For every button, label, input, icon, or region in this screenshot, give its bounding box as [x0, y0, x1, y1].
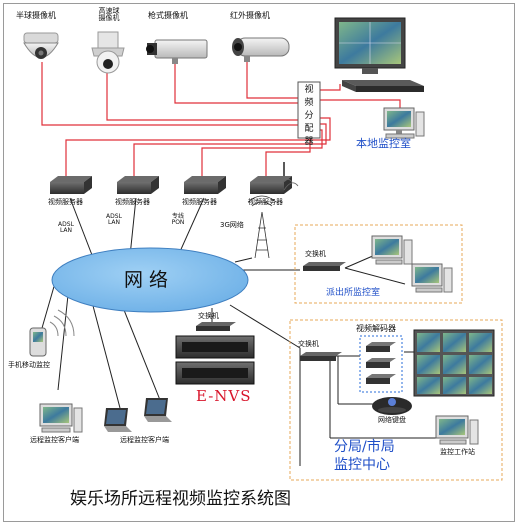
center-switch-label: 交换机: [298, 340, 319, 348]
envs-rack-icon: [175, 335, 255, 385]
video-server-icons: [50, 162, 292, 194]
network-keyboard-icon: [372, 397, 412, 415]
remote-desktop-icon: [39, 403, 83, 433]
3g-tower-icon: [247, 179, 299, 259]
3g-label: 3G网络: [220, 221, 244, 229]
box-camera-icon: [146, 39, 208, 64]
video-splitter-box: [297, 81, 321, 139]
local-dvr-icon: [342, 80, 424, 92]
keyboard-label: 网络键盘: [378, 416, 406, 424]
diagram-caption: 娱乐场所远程视频监控系统图: [70, 489, 291, 509]
box-camera-label: 枪式摄像机: [148, 11, 188, 20]
police-pc-icons: [371, 235, 453, 293]
local-monitor-wall-icon: [334, 17, 406, 74]
laptop-icons: [104, 398, 172, 432]
local-room-label: 本地监控室: [356, 137, 411, 150]
network-label: 网络: [124, 269, 175, 291]
center-title-line2: 监控中心: [334, 457, 390, 473]
decoder-group-box: [359, 335, 403, 393]
center-title-line1: 分局/市局: [334, 439, 395, 455]
adsl-label-2: ADSL LAN: [106, 213, 122, 227]
center-box: [289, 319, 503, 481]
dome-camera-icon: [23, 32, 59, 59]
police-station-label: 派出所监控室: [326, 288, 381, 298]
envs-label: E-NVS: [196, 387, 252, 405]
video-server-label-3: 视频服务器: [182, 198, 217, 206]
speed-dome-camera-label: 高速球 摄像机: [98, 7, 120, 23]
dome-camera-label: 半球摄像机: [16, 11, 56, 20]
remote-client-label-1: 远程监控客户端: [30, 436, 79, 444]
envs-switch-label: 交换机: [198, 312, 219, 320]
speed-dome-camera-icon: [91, 31, 125, 74]
decoder-label: 视频解码器: [356, 324, 396, 333]
police-switch-icon: [303, 262, 346, 271]
network-cables: [39, 197, 436, 466]
mobile-phone-icon: [29, 309, 75, 357]
police-station-box: [294, 224, 463, 304]
workstation-pc-icon: [435, 415, 479, 445]
pon-label: 专线 PON: [171, 213, 185, 227]
local-pc-icon: [383, 107, 425, 139]
adsl-label-1: ADSL LAN: [58, 221, 74, 235]
workstation-label: 监控工作站: [440, 448, 475, 456]
camera-cables: [41, 60, 401, 178]
center-switch-icon: [300, 352, 342, 361]
outer-frame: [3, 3, 515, 522]
infrared-camera-icon: [232, 37, 290, 62]
video-server-label-2: 视频服务器: [115, 198, 150, 206]
police-switch-label: 交换机: [305, 250, 326, 258]
video-splitter-label: 视频分配器: [304, 85, 314, 147]
remote-client-label-2: 远程监控客户端: [120, 436, 169, 444]
decoder-icons: [366, 342, 396, 384]
envs-switch-icon: [196, 322, 236, 331]
mobile-label: 手机移动监控: [8, 361, 50, 369]
video-server-label-1: 视频服务器: [48, 198, 83, 206]
video-server-label-4: 视频服务器: [248, 198, 283, 206]
tv-wall-icon: [413, 329, 495, 397]
infrared-camera-label: 红外摄像机: [230, 11, 270, 20]
network-cloud: [51, 247, 249, 313]
